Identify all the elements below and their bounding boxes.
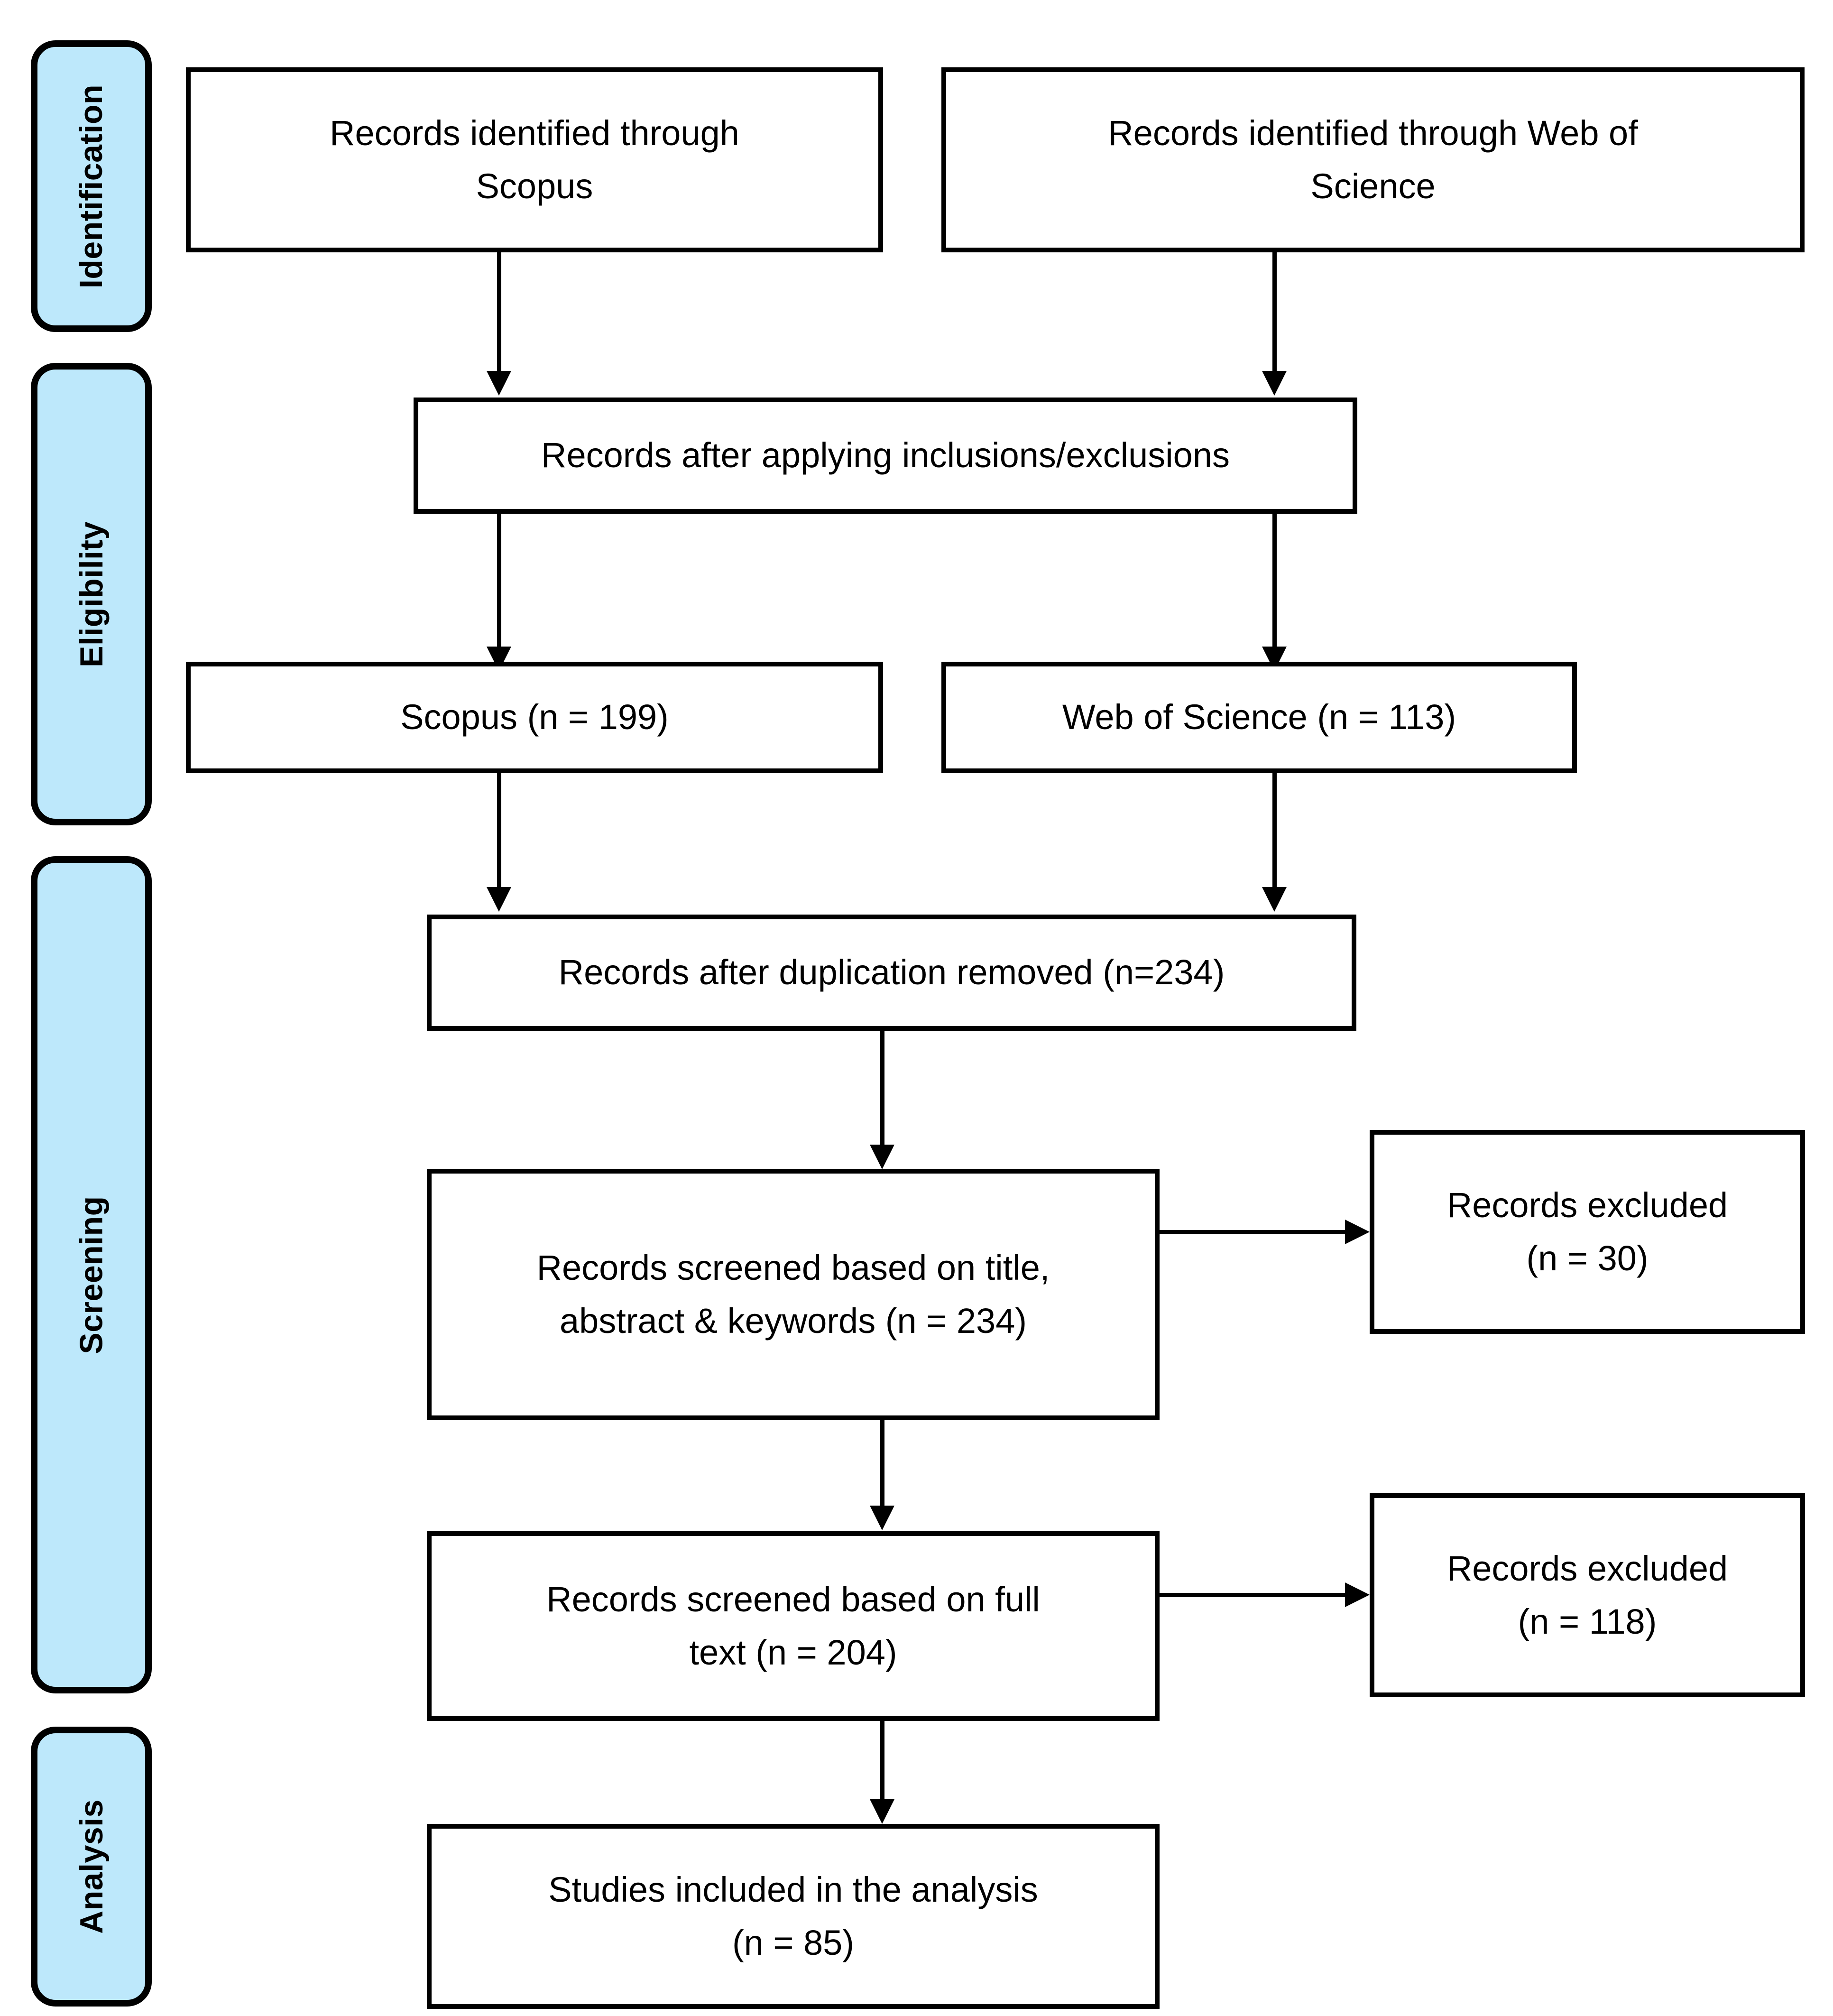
connector-wos-to-inclusions: [1272, 252, 1277, 371]
node-wos-source-text: Records identified through Web of Scienc…: [1108, 113, 1638, 206]
node-included-in-analysis: Studies included in the analysis (n = 85…: [427, 1824, 1160, 2009]
node-scopus-source-text: Records identified through Scopus: [330, 113, 739, 206]
arrowhead-scopus-count-to-dedup: [487, 887, 511, 912]
node-screen-title-abstract-text: Records screened based on title, abstrac…: [536, 1248, 1050, 1341]
connector-fulltext-to-included: [880, 1721, 884, 1799]
node-dedup-text: Records after duplication removed (n=234…: [558, 953, 1225, 992]
arrowhead-wos-count-to-dedup: [1262, 887, 1287, 912]
node-scopus-source: Records identified through Scopus: [186, 67, 883, 252]
connector-wos-count-to-dedup: [1272, 773, 1277, 887]
node-excluded-fulltext-text: Records excluded (n = 118): [1446, 1548, 1728, 1641]
node-screen-fulltext: Records screened based on full text (n =…: [427, 1531, 1160, 1721]
stage-label-screening: Screening: [73, 1195, 110, 1354]
node-excluded-fulltext: Records excluded (n = 118): [1370, 1493, 1805, 1697]
node-inclusions-text: Records after applying inclusions/exclus…: [541, 435, 1230, 475]
arrowhead-fulltext-to-included: [870, 1799, 894, 1824]
connector-inclusions-to-wos-count: [1272, 514, 1277, 647]
node-scopus-count-text: Scopus (n = 199): [400, 697, 669, 737]
node-excluded-title-screen-text: Records excluded (n = 30): [1446, 1185, 1728, 1278]
node-inclusions: Records after applying inclusions/exclus…: [414, 398, 1357, 514]
node-wos-count: Web of Science (n = 113): [941, 662, 1577, 773]
arrowhead-screen-title-to-excluded: [1345, 1220, 1370, 1244]
connector-screen-title-to-fulltext: [880, 1420, 884, 1506]
node-wos-count-text: Web of Science (n = 113): [1062, 697, 1456, 737]
arrowhead-wos-to-inclusions: [1262, 371, 1287, 396]
connector-inclusions-to-scopus-count: [497, 514, 501, 647]
connector-scopus-to-inclusions: [497, 252, 501, 371]
node-included-in-analysis-text: Studies included in the analysis (n = 85…: [548, 1869, 1038, 1962]
stage-pill-identification: Identification: [31, 40, 152, 332]
node-wos-source: Records identified through Web of Scienc…: [941, 67, 1805, 252]
connector-dedup-to-screen-title: [880, 1031, 884, 1145]
arrowhead-screen-title-to-fulltext: [870, 1506, 894, 1530]
stage-label-eligibility: Eligibility: [73, 521, 110, 667]
node-screen-fulltext-text: Records screened based on full text (n =…: [546, 1579, 1040, 1672]
stage-label-identification: Identification: [73, 84, 110, 288]
stage-pill-eligibility: Eligibility: [31, 363, 152, 825]
node-excluded-title-screen: Records excluded (n = 30): [1370, 1130, 1805, 1334]
arrowhead-dedup-to-screen-title: [870, 1145, 894, 1169]
connector-scopus-count-to-dedup: [497, 773, 501, 887]
node-scopus-count: Scopus (n = 199): [186, 662, 883, 773]
stage-pill-analysis: Analysis: [31, 1727, 152, 2007]
arrowhead-scopus-to-inclusions: [487, 371, 511, 396]
node-screen-title-abstract: Records screened based on title, abstrac…: [427, 1169, 1160, 1420]
arrowhead-fulltext-to-excluded: [1345, 1582, 1370, 1607]
connector-fulltext-to-excluded: [1160, 1593, 1349, 1597]
node-dedup: Records after duplication removed (n=234…: [427, 915, 1356, 1031]
stage-pill-screening: Screening: [31, 856, 152, 1693]
stage-label-analysis: Analysis: [73, 1799, 110, 1934]
connector-screen-title-to-excluded: [1160, 1230, 1349, 1234]
